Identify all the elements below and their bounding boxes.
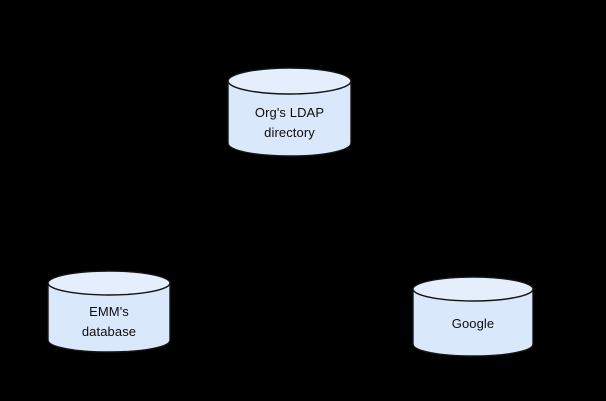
node-google[interactable]: Google <box>412 276 534 357</box>
node-google-label: Google <box>451 316 495 331</box>
cylinder-shape-emm <box>47 270 171 353</box>
node-emm-database[interactable]: EMM's database <box>47 270 171 353</box>
cylinder-shape-google <box>412 276 534 357</box>
cylinder-shape-ldap <box>227 67 352 157</box>
node-emm-label: EMM's database <box>81 304 137 339</box>
node-ldap-label: Org's LDAP directory <box>254 105 325 140</box>
node-ldap-directory[interactable]: Org's LDAP directory <box>227 67 352 157</box>
